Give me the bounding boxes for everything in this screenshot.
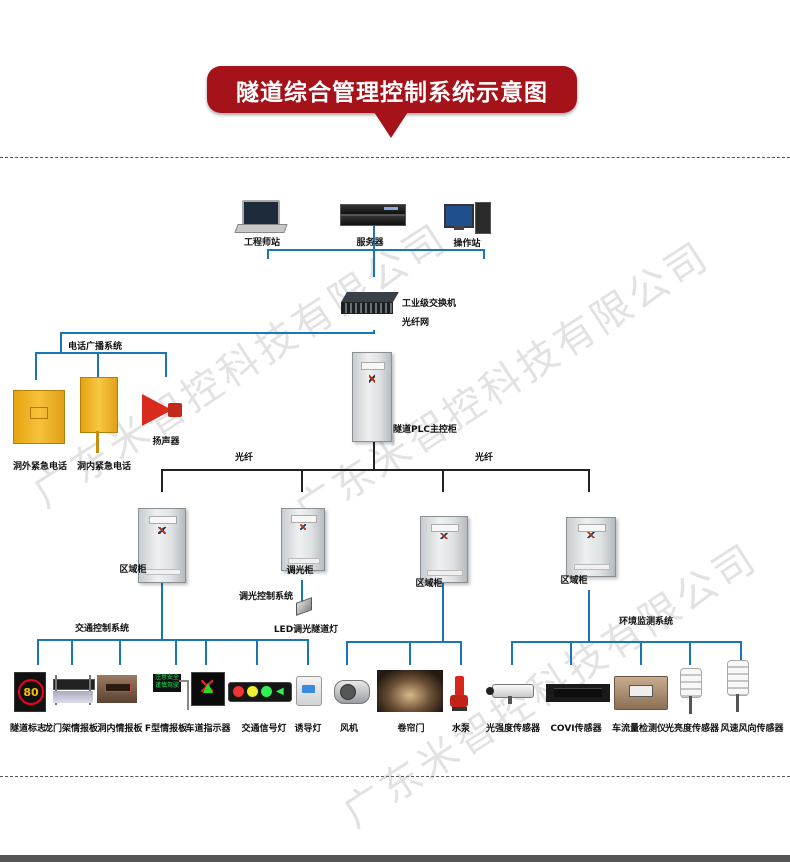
f-board-text-2: 谨慎驾驶 [154,682,179,689]
phone-broadcast-label: 电话广播系统 [68,342,123,352]
traffic-bus [37,639,309,665]
phone-post [96,431,99,453]
guide-light-icon [296,676,322,706]
operator-station-label: 操作站 [453,239,481,249]
fan-icon [334,680,370,704]
speed-limit-sign-icon: 80 [14,672,46,712]
roller-door-label: 卷帘门 [397,724,425,734]
dimming-cabinet-label: 调光柜 [286,566,314,576]
engineer-station-label: 工程师站 [243,238,281,248]
zone-cabinet-2-icon [420,516,468,583]
light-sensor-label: 光强度传感器 [485,724,541,734]
fiber-bus [161,469,590,492]
diagram-title: 隧道综合管理控制系统示意图 [207,66,577,113]
speed-sign-label: 隧道标志 [9,724,47,734]
flow-detector-label: 车流量检测仪 [611,724,667,734]
server-icon [340,204,406,226]
switch-label: 工业级交换机 [402,299,457,309]
speed-value: 80 [18,679,44,705]
env-system-label: 环境监测系统 [618,617,674,627]
pump-icon [450,676,470,714]
server-label: 服务器 [356,238,384,248]
inside-phone-label: 洞内紧急电话 [76,462,132,472]
gantry-board-label: 龙门架情报板 [43,724,99,734]
led-tunnel-light-icon [294,597,314,616]
roller-door-icon [377,670,443,712]
drain-bus [346,641,462,665]
fiber-left-label: 光纤 [234,453,254,463]
guide-light-label: 诱导灯 [294,724,322,734]
network-switch-icon [341,292,399,316]
broadcast-link [60,330,375,352]
fiber-net-label: 光纤网 [402,318,430,328]
outside-phone-box-icon [13,390,65,444]
plc-cabinet-icon [352,352,392,442]
title-pointer [374,112,408,138]
zone-cabinet-3-icon [566,517,616,577]
fiber-right-label: 光纤 [474,453,494,463]
zone-cabinet-1-icon [138,508,186,583]
wind-sensor-label: 风速风向传感器 [720,724,784,734]
tunnel-board-label: 洞内情报板 [97,724,143,734]
f-board-icon: 注意安全 谨慎驾驶 [153,672,189,710]
network-bus [267,249,485,259]
env-bus [511,641,742,665]
zone-cabinet-3-label: 区域柜 [560,576,588,586]
traffic-light-label: 交通信号灯 [241,724,287,734]
f-board-text-1: 注意安全 [154,674,179,681]
bottom-bar [0,855,790,862]
top-divider [0,157,790,158]
brightness-sensor-label: 光亮度传感器 [664,724,720,734]
traffic-light-icon: ◀ [228,682,292,702]
dimming-cabinet-icon [281,508,325,571]
laptop-icon [234,200,288,234]
traffic-flow-detector-icon [614,676,668,710]
speaker-icon [142,392,188,428]
wind-sensor-icon [726,660,750,716]
lane-indicator-label: 车道指示器 [185,724,231,734]
light-intensity-sensor-icon [486,680,538,706]
bottom-divider [0,776,790,777]
outside-phone-label: 洞外紧急电话 [12,462,68,472]
covi-sensor-label: COVI传感器 [550,724,602,734]
inside-phone-box-icon [80,377,118,433]
fan-label: 风机 [339,724,359,734]
plc-cabinet-label: 隧道PLC主控柜 [393,425,457,435]
f-board-label: F型情报板 [144,724,188,734]
gantry-board-icon [53,675,95,705]
lane-indicator-icon: ✕ [191,672,225,706]
traffic-system-label: 交通控制系统 [74,624,130,634]
tunnel-board-icon [97,675,137,703]
pump-label: 水泵 [451,724,471,734]
brightness-sensor-icon [680,668,702,716]
broadcast-bus [35,352,167,380]
dimming-system-label: 调光控制系统 [238,592,294,602]
zone-cabinet-2-label: 区域柜 [415,579,443,589]
led-light-label: LED调光隧道灯 [273,625,339,635]
covi-sensor-icon [546,684,610,702]
speaker-label: 扬声器 [152,437,180,447]
zone-cabinet-1-label: 区域柜 [119,565,147,575]
desktop-computer-icon [444,202,494,236]
